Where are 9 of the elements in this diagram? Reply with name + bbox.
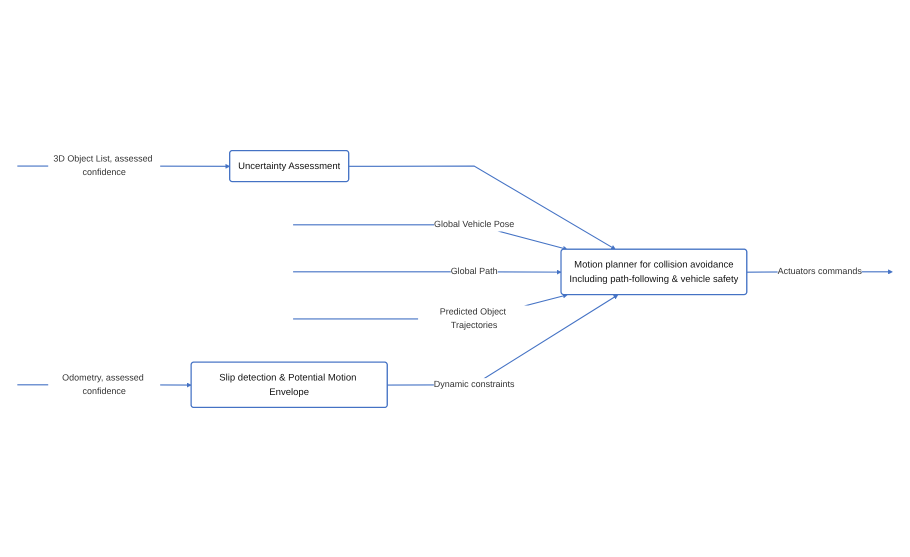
arrow: [388, 294, 618, 386]
edge-label: Predicted Object Trajectories: [440, 306, 506, 330]
edge-label: Global Path: [450, 266, 498, 276]
edge-label: Odometry, assessed confidence: [62, 372, 144, 396]
arrow: [348, 165, 616, 250]
edge-label: Global Vehicle Pose: [434, 219, 514, 229]
edge-label: 3D Object List, assessed confidence: [53, 154, 153, 177]
edge-label: Actuators commands: [778, 266, 862, 276]
edge-label: Dynamic constraints: [434, 379, 514, 389]
